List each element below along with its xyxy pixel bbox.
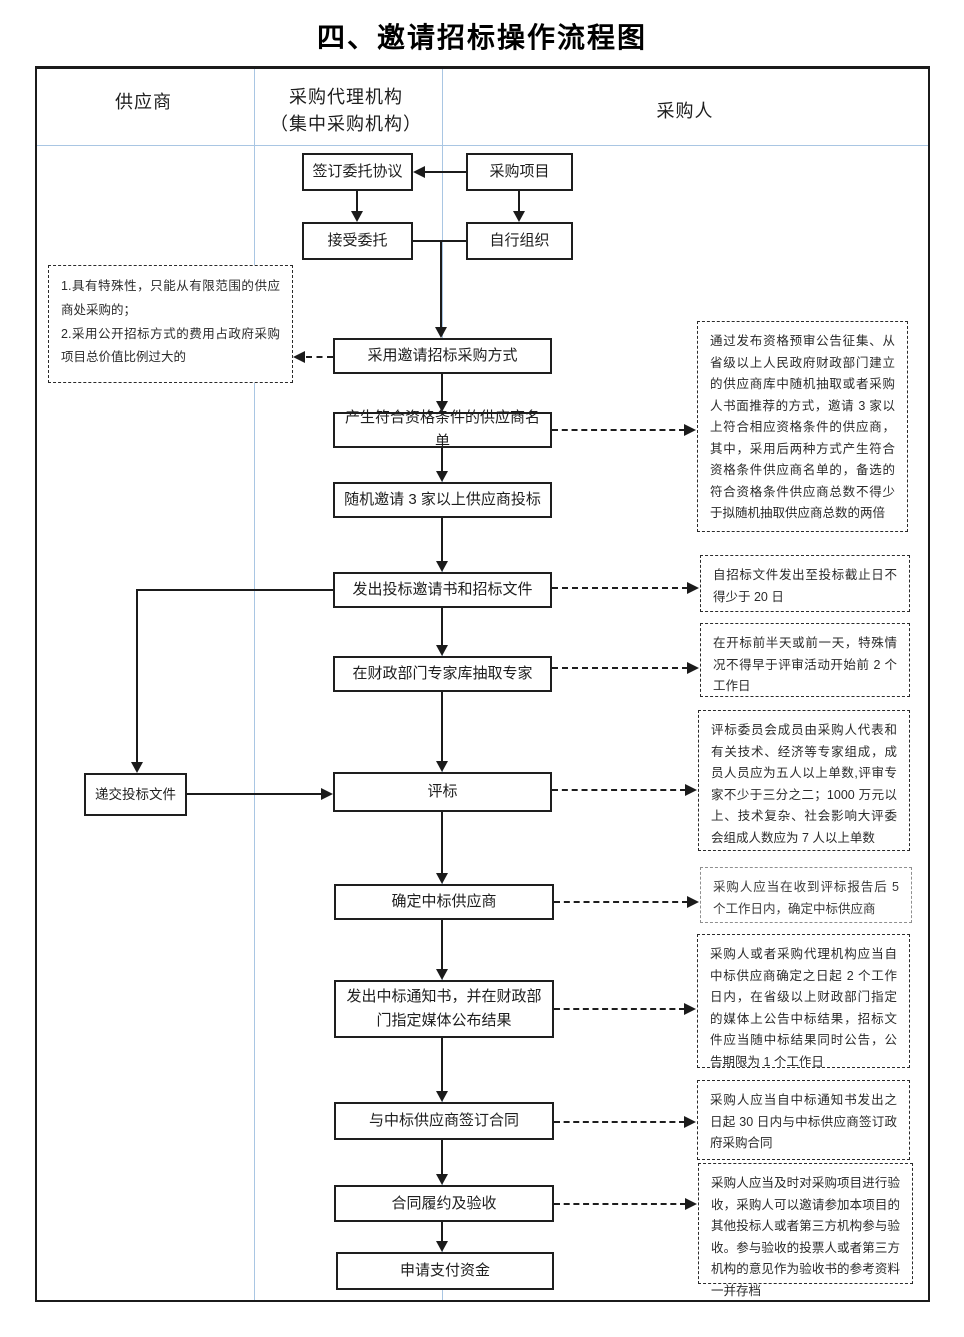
connector-adopt-generate bbox=[441, 374, 443, 402]
flow-box-extract-experts: 在财政部门专家库抽取专家 bbox=[333, 656, 552, 692]
note-acceptance-rules: 采购人应当及时对采购项目进行验收，采购人可以邀请参加本项目的其他投标人或者第三方… bbox=[698, 1163, 913, 1298]
flow-box-random-invite: 随机邀请 3 家以上供应商投标 bbox=[333, 482, 552, 518]
flow-box-submit-bid: 递交投标文件 bbox=[84, 773, 187, 816]
arrow-right-icon bbox=[685, 784, 697, 796]
connector-notice-contract bbox=[441, 1038, 443, 1092]
connector-elbow-vertical bbox=[136, 589, 138, 763]
dashed-connector-expert-timing bbox=[552, 667, 688, 669]
flow-box-procurement-project: 采购项目 bbox=[466, 153, 573, 191]
connector-agreement-down bbox=[356, 191, 358, 212]
connector-extract-evaluate bbox=[441, 692, 443, 762]
connector-project-down bbox=[518, 191, 520, 212]
note-expert-timing: 在开标前半天或前一天，特殊情况不得早于评审活动开始前 2 个工作日 bbox=[700, 623, 910, 697]
flow-box-performance: 合同履约及验收 bbox=[334, 1185, 554, 1222]
note-left-condition-2: 2.采用公开招标方式的费用占政府采购项目总价值比例过大的 bbox=[61, 326, 280, 365]
connector-accept-selforg bbox=[413, 240, 466, 242]
note-committee-rules: 评标委员会成员由采购人代表和有关技术、经济等专家组成，成员人员应为五人以上单数,… bbox=[698, 710, 910, 851]
dashed-connector-qualification bbox=[552, 429, 685, 431]
connector-generate-random bbox=[441, 448, 443, 472]
note-deadline-20days: 自招标文件发出至投标截止日不得少于 20 日 bbox=[700, 555, 910, 612]
flow-box-adopt-method: 采用邀请招标采购方式 bbox=[333, 338, 552, 374]
arrow-right-icon bbox=[687, 896, 699, 908]
flow-box-sign-agreement: 签订委托协议 bbox=[302, 153, 413, 191]
flow-box-issue-invitation: 发出投标邀请书和招标文件 bbox=[333, 572, 552, 608]
arrow-down-icon bbox=[351, 211, 363, 222]
arrow-right-icon bbox=[684, 1116, 696, 1128]
flow-box-self-organize: 自行组织 bbox=[466, 222, 573, 260]
flow-box-evaluate: 评标 bbox=[333, 772, 552, 812]
connector-performance-payment bbox=[441, 1222, 443, 1242]
dashed-connector-committee bbox=[552, 789, 686, 791]
note-left-conditions: 1.具有特殊性，只能从有限范围的供应商处采购的； 2.采用公开招标方式的费用占政… bbox=[48, 265, 293, 383]
flow-box-accept-entrustment: 接受委托 bbox=[302, 222, 413, 260]
flow-box-apply-payment: 申请支付资金 bbox=[336, 1252, 554, 1290]
arrow-right-icon bbox=[687, 582, 699, 594]
arrow-down-icon bbox=[436, 761, 448, 772]
connector-elbow-horizontal bbox=[136, 589, 333, 591]
arrow-down-icon bbox=[436, 1174, 448, 1185]
arrow-left-icon bbox=[293, 351, 305, 363]
connector-determine-notice bbox=[441, 920, 443, 970]
arrow-right-icon bbox=[685, 1198, 697, 1210]
arrow-down-icon bbox=[435, 327, 447, 338]
note-announce-rules: 采购人或者采购代理机构应当自中标供应商确定之日起 2 个工作日内，在省级以上财政… bbox=[697, 934, 910, 1069]
dashed-connector-acceptance bbox=[554, 1203, 686, 1205]
flow-box-issue-notice: 发出中标通知书，并在财政部门指定媒体公布结果 bbox=[334, 980, 554, 1038]
dashed-connector-5days bbox=[554, 901, 688, 903]
note-contract-30days: 采购人应当自中标通知书发出之日起 30 日内与中标供应商签订政府采购合同 bbox=[697, 1080, 910, 1160]
arrow-down-icon bbox=[436, 645, 448, 656]
connector-contract-performance bbox=[441, 1140, 443, 1175]
lane-header-agency-line1: 采购代理机构 bbox=[289, 87, 403, 107]
flow-box-determine-winner: 确定中标供应商 bbox=[334, 884, 554, 920]
dashed-connector-announce bbox=[554, 1008, 685, 1010]
arrow-down-icon bbox=[436, 969, 448, 980]
dashed-connector-left-conditions bbox=[306, 356, 333, 358]
arrow-down-icon bbox=[436, 471, 448, 482]
arrow-down-icon bbox=[131, 762, 143, 773]
arrow-right-icon bbox=[684, 1003, 696, 1015]
connector-project-to-agreement bbox=[424, 171, 466, 173]
lane-divider-1 bbox=[254, 69, 255, 1300]
connector-random-issue bbox=[441, 518, 443, 562]
note-determine-5days: 采购人应当在收到评标报告后 5 个工作日内，确定中标供应商 bbox=[700, 867, 912, 923]
arrow-down-icon bbox=[436, 1241, 448, 1252]
arrow-right-icon bbox=[687, 662, 699, 674]
arrow-left-icon bbox=[413, 166, 425, 178]
dashed-connector-20days bbox=[552, 587, 688, 589]
lane-header-agency-line2: （集中采购机构） bbox=[270, 114, 422, 134]
flow-box-sign-contract: 与中标供应商签订合同 bbox=[334, 1102, 554, 1140]
page-title: 四、邀请招标操作流程图 bbox=[316, 22, 647, 53]
arrow-down-icon bbox=[436, 873, 448, 884]
arrow-down-icon bbox=[513, 211, 525, 222]
connector-issue-extract bbox=[441, 608, 443, 646]
connector-merge-down bbox=[440, 240, 442, 328]
arrow-right-icon bbox=[684, 424, 696, 436]
flow-box-generate-list: 产生符合资格条件的供应商名单 bbox=[333, 409, 552, 450]
note-qualification-methods: 通过发布资格预审公告征集、从省级以上人民政府财政部门建立的供应商库中随机抽取或者… bbox=[697, 321, 908, 532]
lane-header-purchaser: 采购人 bbox=[656, 101, 714, 121]
arrow-right-icon bbox=[321, 788, 333, 800]
connector-submit-evaluate bbox=[187, 793, 322, 795]
lane-header-supplier: 供应商 bbox=[115, 92, 172, 112]
arrow-down-icon bbox=[436, 1091, 448, 1102]
arrow-down-icon bbox=[436, 561, 448, 572]
note-left-condition-1: 1.具有特殊性，只能从有限范围的供应商处采购的； bbox=[61, 279, 280, 317]
connector-evaluate-determine bbox=[441, 812, 443, 874]
dashed-connector-30days bbox=[554, 1121, 685, 1123]
header-divider bbox=[37, 145, 928, 146]
arrow-down-icon bbox=[436, 401, 448, 412]
